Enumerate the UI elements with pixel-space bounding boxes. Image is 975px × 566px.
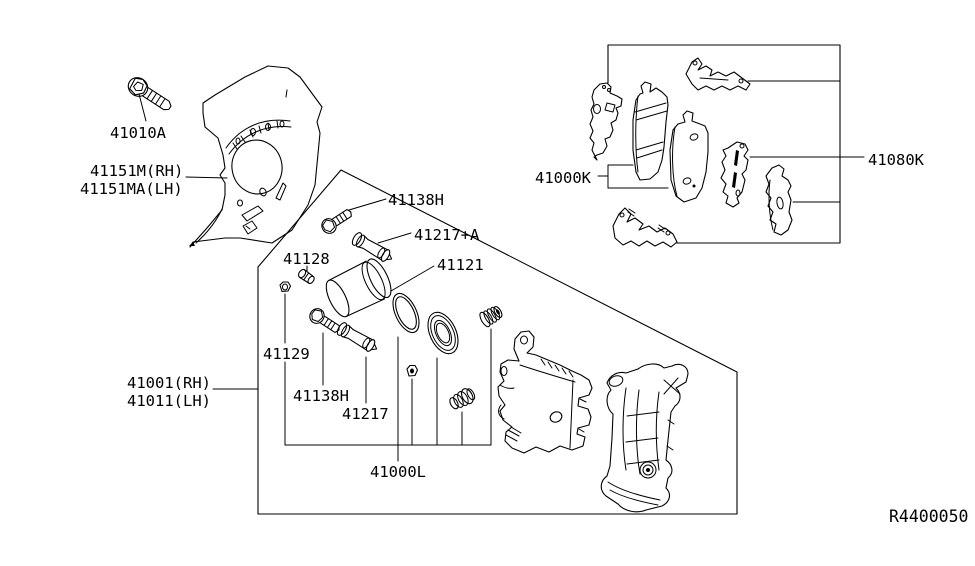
- part-label-41000l: 41000L: [370, 463, 426, 481]
- part-label-41080k: 41080K: [868, 151, 925, 169]
- outer-shim-drawing: [589, 82, 623, 161]
- side-shim-drawing: [765, 164, 793, 236]
- part-label-41129: 41129: [263, 345, 310, 363]
- piston-drawing: [325, 258, 392, 318]
- pin-bolt-upper-drawing: [321, 209, 352, 234]
- part-label-41000k: 41000K: [535, 169, 592, 187]
- diagram-ref-code: R4400050: [889, 507, 968, 526]
- part-label-41001-rh: 41001(RH): [127, 374, 211, 392]
- part-label-41151m-rh: 41151M(RH): [90, 162, 183, 180]
- retainer-clip-top-drawing: [685, 57, 751, 91]
- piston-boot-drawing: [427, 311, 459, 355]
- caliper-body-drawing: [497, 330, 593, 454]
- inner-shim-drawing: [720, 141, 749, 208]
- part-labels: 41010A 41151M(RH) 41151MA(LH) 41138H 412…: [80, 124, 968, 526]
- torque-member-drawing: [600, 363, 689, 513]
- cap-drawing: [279, 281, 292, 293]
- part-label-41138h-lower: 41138H: [293, 387, 349, 405]
- bellows-boot-drawing: [449, 388, 476, 410]
- hex-plug-drawing: [406, 364, 419, 377]
- slide-pin-lower-drawing: [336, 322, 378, 352]
- mount-bolt-drawing: [127, 77, 172, 111]
- grommet-drawing: [479, 306, 503, 328]
- bleeder-cap-drawing: [297, 268, 315, 284]
- part-label-41128: 41128: [283, 250, 330, 268]
- leader-lines: [138, 80, 865, 462]
- pin-bolt-lower-drawing: [309, 308, 340, 333]
- piston-seal-drawing: [392, 292, 420, 334]
- part-label-41011-lh: 41011(LH): [127, 392, 211, 410]
- part-label-41217a: 41217+A: [414, 226, 480, 244]
- part-label-41217: 41217: [342, 405, 389, 423]
- caliper-assembly-box: [257, 169, 738, 515]
- splash-shield-drawing: [189, 65, 323, 248]
- part-label-41138h-upper: 41138H: [388, 191, 444, 209]
- part-label-41010a: 41010A: [110, 124, 167, 142]
- retainer-clip-bottom-drawing: [612, 207, 678, 248]
- pad-inner-drawing: [669, 110, 709, 203]
- part-label-41151ma-lh: 41151MA(LH): [80, 180, 183, 198]
- pad-hardware-kit-box: [607, 44, 841, 244]
- part-label-41121: 41121: [437, 256, 484, 274]
- slide-pin-upper-drawing: [351, 232, 393, 262]
- pad-outer-drawing: [632, 81, 669, 181]
